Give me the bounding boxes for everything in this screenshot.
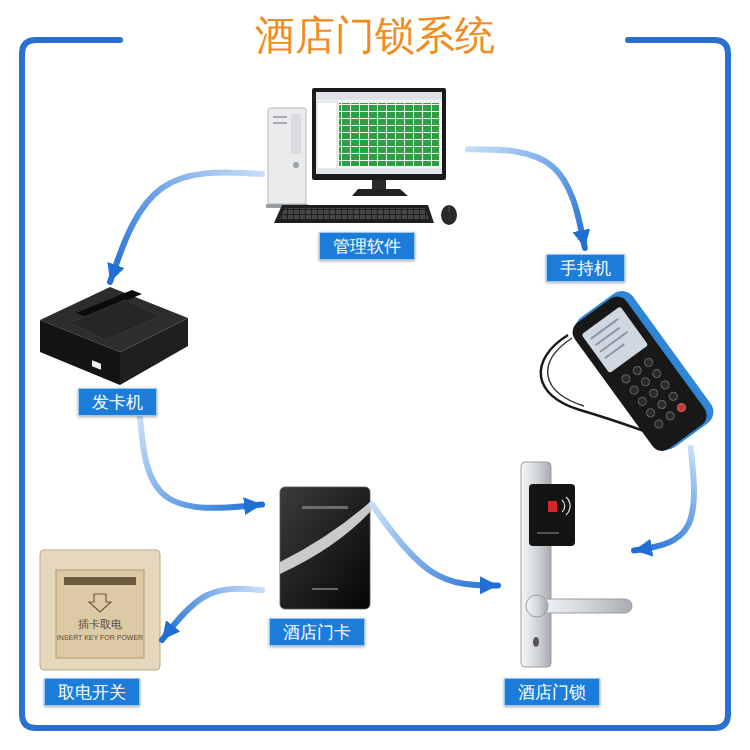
flow-arrow <box>468 149 585 248</box>
screen-toolbar <box>316 92 442 100</box>
label-holder: 插卡取电 <box>78 618 122 630</box>
reader-mark <box>537 532 559 534</box>
keypad <box>665 410 676 421</box>
screen-line <box>595 327 620 346</box>
flow-arrow <box>162 589 262 640</box>
image-node: 酒店门锁 <box>498 458 634 708</box>
image-node: 管理软件 <box>262 86 468 262</box>
keypad <box>659 379 670 390</box>
flow-arrow <box>110 172 262 282</box>
node-label: 发卡机 <box>78 388 157 416</box>
keypad <box>629 384 640 395</box>
node-label: 管理软件 <box>319 232 415 260</box>
flow-arrow <box>140 418 262 508</box>
card-mark <box>312 588 338 590</box>
keypad <box>620 373 631 384</box>
node-label: 手持机 <box>546 254 625 282</box>
keypad <box>648 388 659 399</box>
reader-light <box>548 501 557 512</box>
keypad <box>653 418 664 429</box>
image-node: 酒店门卡 <box>262 483 372 648</box>
monitor-neck <box>372 180 386 190</box>
insert-arrow <box>89 594 111 612</box>
node-label: 酒店门锁 <box>504 678 600 706</box>
mouse-split <box>449 206 450 212</box>
node-label: 酒店门卡 <box>269 618 365 646</box>
tower-detail <box>273 116 287 118</box>
card-illustration <box>280 487 370 609</box>
keyhole <box>533 637 539 647</box>
issuer-pad <box>70 300 160 340</box>
keypad <box>668 391 679 402</box>
card-issuer-illustration <box>40 287 188 385</box>
keyboard <box>274 205 434 223</box>
computer-illustration <box>266 88 457 225</box>
switch-print: 插卡取电 <box>78 618 122 630</box>
lock-rose <box>526 595 548 617</box>
monitor-screen <box>316 92 442 174</box>
flow-arrow <box>634 448 694 551</box>
image-node: 手持机 <box>528 248 724 448</box>
usb-port <box>92 360 101 370</box>
screen-line <box>590 318 619 340</box>
keypad <box>640 376 651 387</box>
tower-detail <box>273 122 287 124</box>
reader-wave <box>566 497 570 515</box>
keypad <box>676 402 687 413</box>
handheld-screen <box>581 306 648 373</box>
keypad <box>643 357 654 368</box>
keyboard-keys <box>279 208 429 220</box>
keypad <box>656 399 667 410</box>
monitor-bezel <box>312 88 446 180</box>
switch-print: INSERT KEY FOR POWER <box>57 634 143 642</box>
diagram-title: 酒店门锁系统 <box>255 12 495 58</box>
screen-line <box>604 343 625 359</box>
node-label: 取电开关 <box>44 678 140 706</box>
card-body <box>280 487 370 609</box>
image-node: 取电开关 <box>38 548 162 708</box>
card-swoosh <box>280 502 370 574</box>
monitor-base <box>352 189 408 196</box>
keypad <box>620 357 687 430</box>
pc-tower <box>268 108 306 204</box>
switch-panel <box>56 570 144 658</box>
keypad <box>637 396 648 407</box>
flow-arrow <box>372 504 498 585</box>
reader-wave <box>562 500 565 512</box>
mouse <box>441 205 457 225</box>
card-mark <box>302 506 348 509</box>
lock-lever <box>537 599 632 613</box>
handheld-face <box>568 292 711 456</box>
frame <box>22 40 728 728</box>
screen-statusbar <box>316 168 442 174</box>
door-lock-illustration <box>521 462 632 667</box>
card-slot <box>64 577 136 585</box>
handheld-illustration <box>541 286 719 458</box>
handheld-illustration <box>567 286 719 458</box>
power-switch-illustration <box>40 550 160 670</box>
label-holder: INSERT KEY FOR POWER <box>57 634 143 642</box>
screen-grid <box>339 103 439 166</box>
switch-plate <box>40 550 160 670</box>
tower-detail <box>291 114 301 154</box>
lock-reader <box>529 484 575 546</box>
screen-panel <box>317 102 337 170</box>
power-button <box>293 162 299 168</box>
lanyard <box>548 338 584 406</box>
keypad <box>645 407 656 418</box>
keypad <box>651 368 662 379</box>
keypad <box>632 365 643 376</box>
image-node: 发卡机 <box>38 282 188 418</box>
screen-line <box>600 331 629 353</box>
